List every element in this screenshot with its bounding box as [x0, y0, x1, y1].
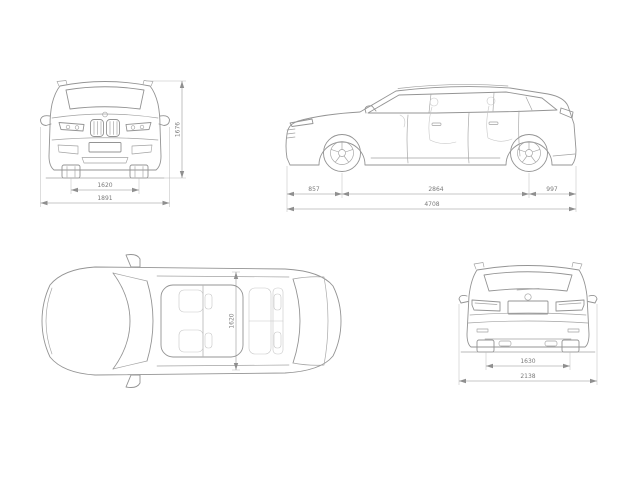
front-track-dimension-label: 1620	[97, 182, 112, 189]
windshield-top	[146, 280, 154, 362]
top-car-body	[41, 254, 342, 388]
rear-wiper	[516, 288, 540, 291]
rear-wheel	[510, 134, 548, 172]
tire-right	[561, 339, 580, 353]
rear-license-plate	[507, 300, 549, 315]
top-view-drawing: 1620	[41, 254, 342, 388]
panorama-roof	[160, 284, 244, 358]
greenhouse	[367, 91, 558, 114]
door-lines	[406, 110, 521, 164]
bumper-crease	[51, 137, 159, 141]
rear-view-drawing: 1630 2138	[458, 262, 598, 385]
rear-window	[483, 271, 573, 292]
mirror-top-left	[125, 254, 141, 268]
bmw-roundel-icon	[102, 111, 108, 118]
front-height-dimension-label: 1676	[175, 122, 182, 137]
wheelbase-dimension-label: 2864	[428, 186, 443, 193]
taillight-side	[559, 107, 574, 119]
tire-left	[61, 164, 81, 179]
side-dimensions: 857 2864 997 4708	[286, 166, 577, 212]
exhaust-left	[498, 340, 512, 347]
interior-width-dimension-label: 1620	[229, 313, 236, 328]
tire-right	[129, 164, 149, 179]
hood-windshield-base	[112, 272, 131, 370]
hood-crease	[51, 113, 159, 119]
intake-right	[131, 144, 153, 155]
tailgate-seam	[469, 312, 587, 316]
windshield	[65, 86, 145, 110]
interior-seats	[399, 96, 513, 144]
roof-rail-right	[571, 262, 583, 270]
front-edge	[45, 287, 53, 355]
mirror-right	[587, 294, 598, 304]
rear-dimensions: 1630 2138	[458, 304, 598, 385]
lower-intake	[81, 157, 129, 164]
roof-rail-left	[473, 262, 485, 270]
headlight-left	[58, 122, 85, 132]
mirror-right	[158, 115, 170, 126]
intake-left	[57, 144, 79, 155]
seats-top	[178, 287, 284, 355]
rear-window-top	[292, 278, 301, 364]
kidney-grille	[90, 119, 120, 137]
overall-length-dimension-label: 4708	[424, 201, 439, 208]
taillight-left	[471, 299, 501, 312]
reflector-left	[476, 328, 489, 333]
bmw-roundel-icon	[524, 293, 532, 301]
front-overhang-dimension-label: 857	[308, 186, 320, 193]
rear-car-body	[458, 262, 598, 353]
front-car-body	[40, 80, 170, 179]
bumper-top	[467, 320, 589, 324]
door-handle-rear	[488, 121, 499, 125]
mirror-top-right	[125, 374, 141, 388]
roof-rails-top	[156, 275, 290, 367]
tire-left	[476, 339, 495, 353]
roof-rail	[397, 84, 509, 89]
front-width-dimension-label: 1891	[97, 195, 112, 202]
exhaust-right	[544, 340, 558, 347]
side-car-body	[285, 84, 577, 172]
headlight-right	[125, 122, 152, 132]
front-wheel	[323, 134, 361, 172]
front-view-drawing: 1676 1620 1891	[40, 80, 186, 207]
headlight-side	[289, 118, 314, 127]
roof-rail-left	[56, 80, 68, 87]
side-mirror	[364, 105, 377, 114]
rear-track-dimension-label: 1630	[520, 358, 535, 365]
front-dimensions: 1676 1620 1891	[40, 80, 186, 207]
rear-width-dimension-label: 2138	[520, 373, 535, 380]
license-plate	[88, 142, 122, 153]
top-dimensions: 1620	[229, 271, 240, 371]
reflector-right	[567, 328, 580, 333]
door-handle-front	[431, 122, 442, 126]
side-view-drawing: 857 2864 997 4708	[285, 84, 577, 212]
mirror-left	[40, 115, 52, 126]
taillight-right	[555, 299, 585, 312]
mirror-left	[458, 294, 469, 304]
rear-overhang-dimension-label: 997	[546, 186, 558, 193]
